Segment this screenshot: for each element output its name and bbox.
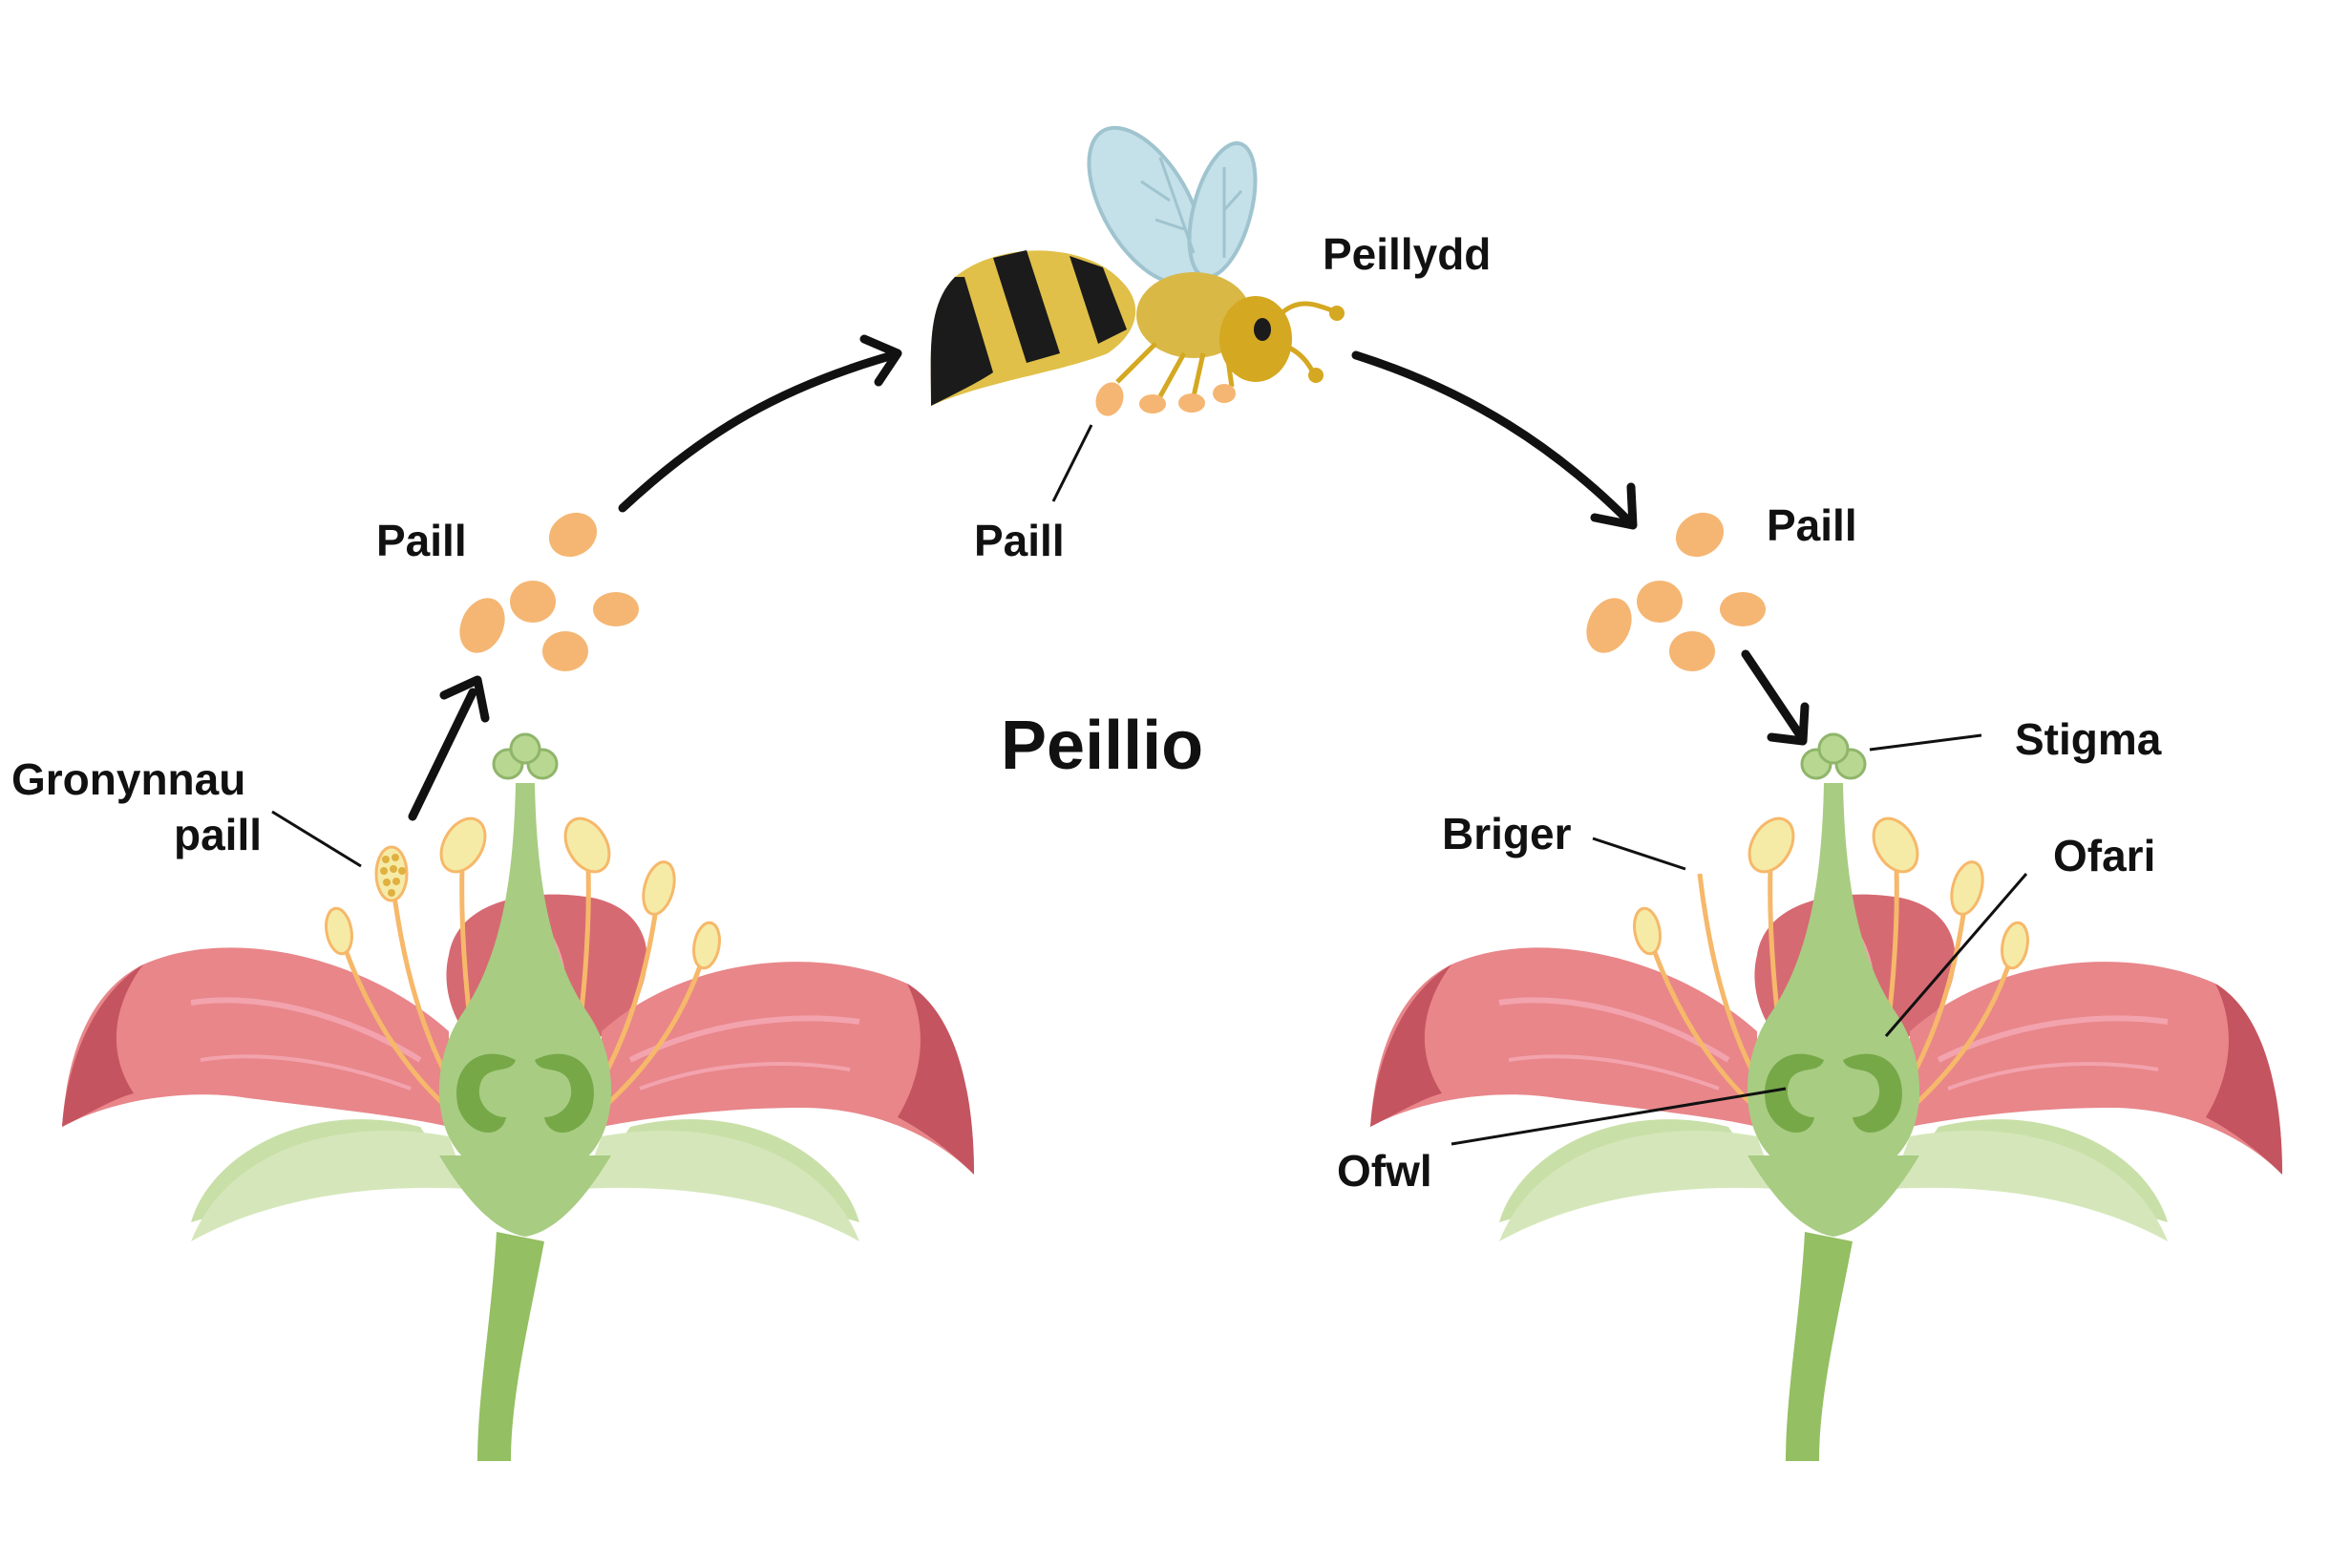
label-pollinator: Peillydd [1323,229,1492,279]
label-pollen-left: Paill [376,516,467,565]
label-anther: Briger [1442,809,1572,858]
leader-ovule [1451,1087,1787,1146]
diagram-title: Peillio [1001,708,1204,784]
label-pollen-grains-line2: paill [174,810,263,859]
leader-stigma [1869,733,1982,752]
leader-ovary [1884,873,2028,1037]
pollen-cluster-left [451,503,639,671]
arrow-from-bee [1351,350,1638,530]
label-ovary: Ofari [2053,831,2156,880]
leader-pollen-grains [271,810,362,868]
pollen-grains-on-anther [374,845,409,902]
pollen-cluster-right [1578,503,1766,671]
label-pollen-right: Paill [1767,500,1857,550]
bee-pollinator [930,125,1345,416]
leader-pollen-bee [1051,424,1093,502]
arrow-up-left [408,675,490,821]
label-stigma: Stigma [2015,714,2162,764]
leader-anther [1592,837,1686,871]
label-pollen-bee: Paill [974,516,1065,565]
arrow-down-right [1741,649,1810,746]
arrow-to-bee [618,334,902,513]
label-ovule: Ofwl [1337,1146,1432,1196]
label-pollen-grains-line1: Gronynnau [11,754,246,804]
